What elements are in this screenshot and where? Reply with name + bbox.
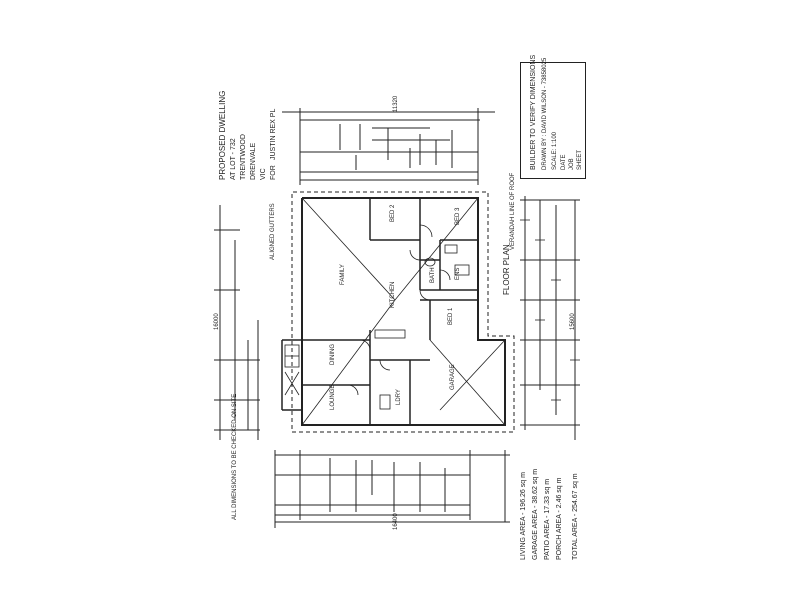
area-living: LIVING AREA - 196.26 sq m <box>520 472 527 560</box>
dim-top-overall: 11320 <box>393 95 399 112</box>
room-garage: GARAGE <box>450 364 456 390</box>
room-ldry: LDRY <box>396 389 402 405</box>
room-lounge: LOUNGE <box>330 384 336 410</box>
area-porch: PORCH AREA - 2.46 sq m <box>556 477 563 560</box>
drawn-by: DRAWN BY : DAVID WILSON - 73858025 <box>542 57 548 170</box>
fixtures <box>284 244 470 410</box>
for-value: JUSTIN REX PL <box>270 108 277 160</box>
right-dimension-lines <box>520 196 580 440</box>
dim-left-overall: 16000 <box>214 313 220 330</box>
note-verandah: VERANDAH LINE OF ROOF <box>510 172 516 250</box>
top-dimension-lines <box>282 108 495 185</box>
right-dimension-ticks <box>520 219 580 401</box>
room-bed-2: BED 2 <box>390 204 396 222</box>
builder-heading: BUILDER TO VERIFY DIMENSIONS <box>530 54 537 170</box>
left-dimension-lines <box>214 205 260 440</box>
area-garage: GARAGE AREA - 38.62 sq m <box>532 468 539 560</box>
room-bath: BATH <box>430 267 436 283</box>
roof-outline <box>291 191 515 433</box>
room-dining: DINING <box>330 344 336 365</box>
side-note: ALL DIMENSIONS TO BE CHECKED ON SITE <box>232 393 238 520</box>
for-label: FOR <box>270 165 277 180</box>
floor-plan-label: FLOOR PLAN <box>502 244 511 295</box>
title-line-4: DRENVALE <box>250 142 257 180</box>
title-line-1: PROPOSED DWELLING <box>218 90 227 180</box>
dim-right-overall: 15600 <box>570 313 576 330</box>
builder-line-date: DATE <box>561 154 567 170</box>
bottom-dimension-lines <box>274 450 510 528</box>
room-kitchen: KITCHEN <box>390 281 396 308</box>
room-bed-1: BED 1 <box>448 307 454 325</box>
builder-line-job: JOB <box>569 158 575 170</box>
scale: SCALE: 1:100 <box>552 131 558 170</box>
room-ens: ENS <box>455 267 461 280</box>
builder-line-sheet: SHEET <box>577 149 583 170</box>
area-total: TOTAL AREA - 254.67 sq m <box>572 473 579 560</box>
title-line-2: AT LOT - 732 <box>230 138 237 180</box>
room-bed-3: BED 3 <box>455 207 461 225</box>
builder-block <box>520 62 586 179</box>
area-patio: PATIO AREA - 17.33 sq m <box>544 478 551 560</box>
title-line-5: VIC <box>260 168 267 180</box>
dim-bottom-overall: 16400 <box>393 513 399 530</box>
note-aligned-gutters: ALIGNED GUTTERS <box>270 203 276 260</box>
title-line-3: TRENTWOOD <box>240 134 247 180</box>
room-family: FAMILY <box>340 264 346 285</box>
roof-hips <box>301 197 506 426</box>
door-swings <box>347 224 451 396</box>
